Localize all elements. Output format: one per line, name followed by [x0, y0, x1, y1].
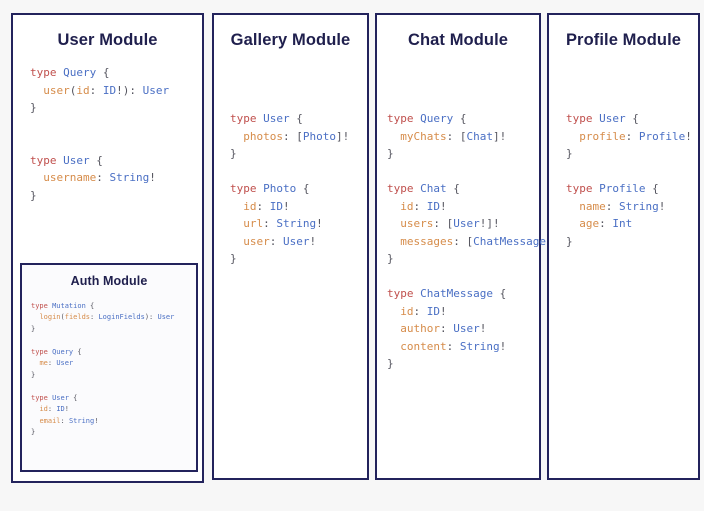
code-block-auth-module: type Mutation { login(fields: LoginField…	[31, 301, 175, 437]
code-block-profile-module: type User { profile: Profile! } type Pro…	[566, 112, 692, 248]
panel-title-user-module: User Module	[57, 31, 158, 49]
code-block-gallery-module: type User { photos: [Photo]! } type Phot…	[230, 112, 350, 265]
code-block-user-module: type Query { user(id: ID!): User } type …	[30, 66, 170, 202]
panel-title-profile-module: Profile Module	[565, 31, 682, 49]
panel-auth-module[interactable]: Auth Module type Mutation { login(fields…	[20, 263, 198, 472]
panel-profile-module[interactable]: Profile Module type User { profile: Prof…	[547, 13, 700, 480]
panel-title-gallery-module: Gallery Module	[230, 31, 351, 49]
code-block-chat-module: type Query { myChats: [Chat]! } type Cha…	[387, 112, 559, 370]
panel-title-chat-module: Chat Module	[407, 31, 509, 49]
panel-chat-module[interactable]: Chat Module type Query { myChats: [Chat]…	[375, 13, 559, 480]
panel-title-auth-module: Auth Module	[70, 274, 148, 288]
panel-gallery-module[interactable]: Gallery Module type User { photos: [Phot…	[212, 13, 369, 480]
panel-user-module[interactable]: User Module type Query { user(id: ID!): …	[11, 13, 204, 483]
